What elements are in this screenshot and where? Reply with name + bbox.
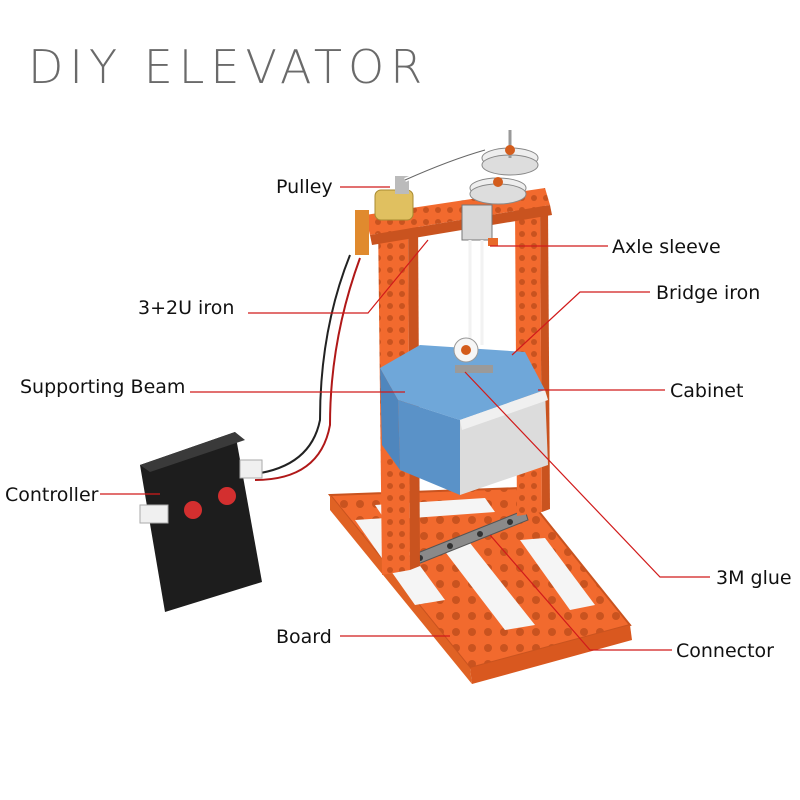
glue-3m-leader xyxy=(464,371,710,578)
label-bridge-iron: Bridge iron xyxy=(656,282,761,304)
diagram-title: DIY ELEVATOR xyxy=(28,40,429,94)
label-controller: Controller xyxy=(5,484,99,506)
axle-sleeve-block xyxy=(461,204,498,246)
board-base xyxy=(327,486,632,684)
label-board: Board xyxy=(276,626,332,648)
motor xyxy=(374,176,414,221)
label-3-2u-iron: 3+2U iron xyxy=(138,297,235,319)
label-connector: Connector xyxy=(676,640,774,662)
label-pulley: Pulley xyxy=(276,176,333,198)
iron-3-2u-leader xyxy=(248,239,429,314)
label-axle-sleeve: Axle sleeve xyxy=(612,236,721,258)
cabinet-box xyxy=(380,337,548,495)
bridge-iron-leader xyxy=(511,291,650,356)
label-cabinet: Cabinet xyxy=(670,380,744,402)
leader-lines xyxy=(100,186,710,651)
label-3m-glue: 3M glue xyxy=(716,567,792,589)
controller-box xyxy=(139,254,361,612)
connector-leader xyxy=(489,534,672,651)
pulley-wheels xyxy=(404,130,539,205)
label-supporting-beam: Supporting Beam xyxy=(20,376,186,398)
